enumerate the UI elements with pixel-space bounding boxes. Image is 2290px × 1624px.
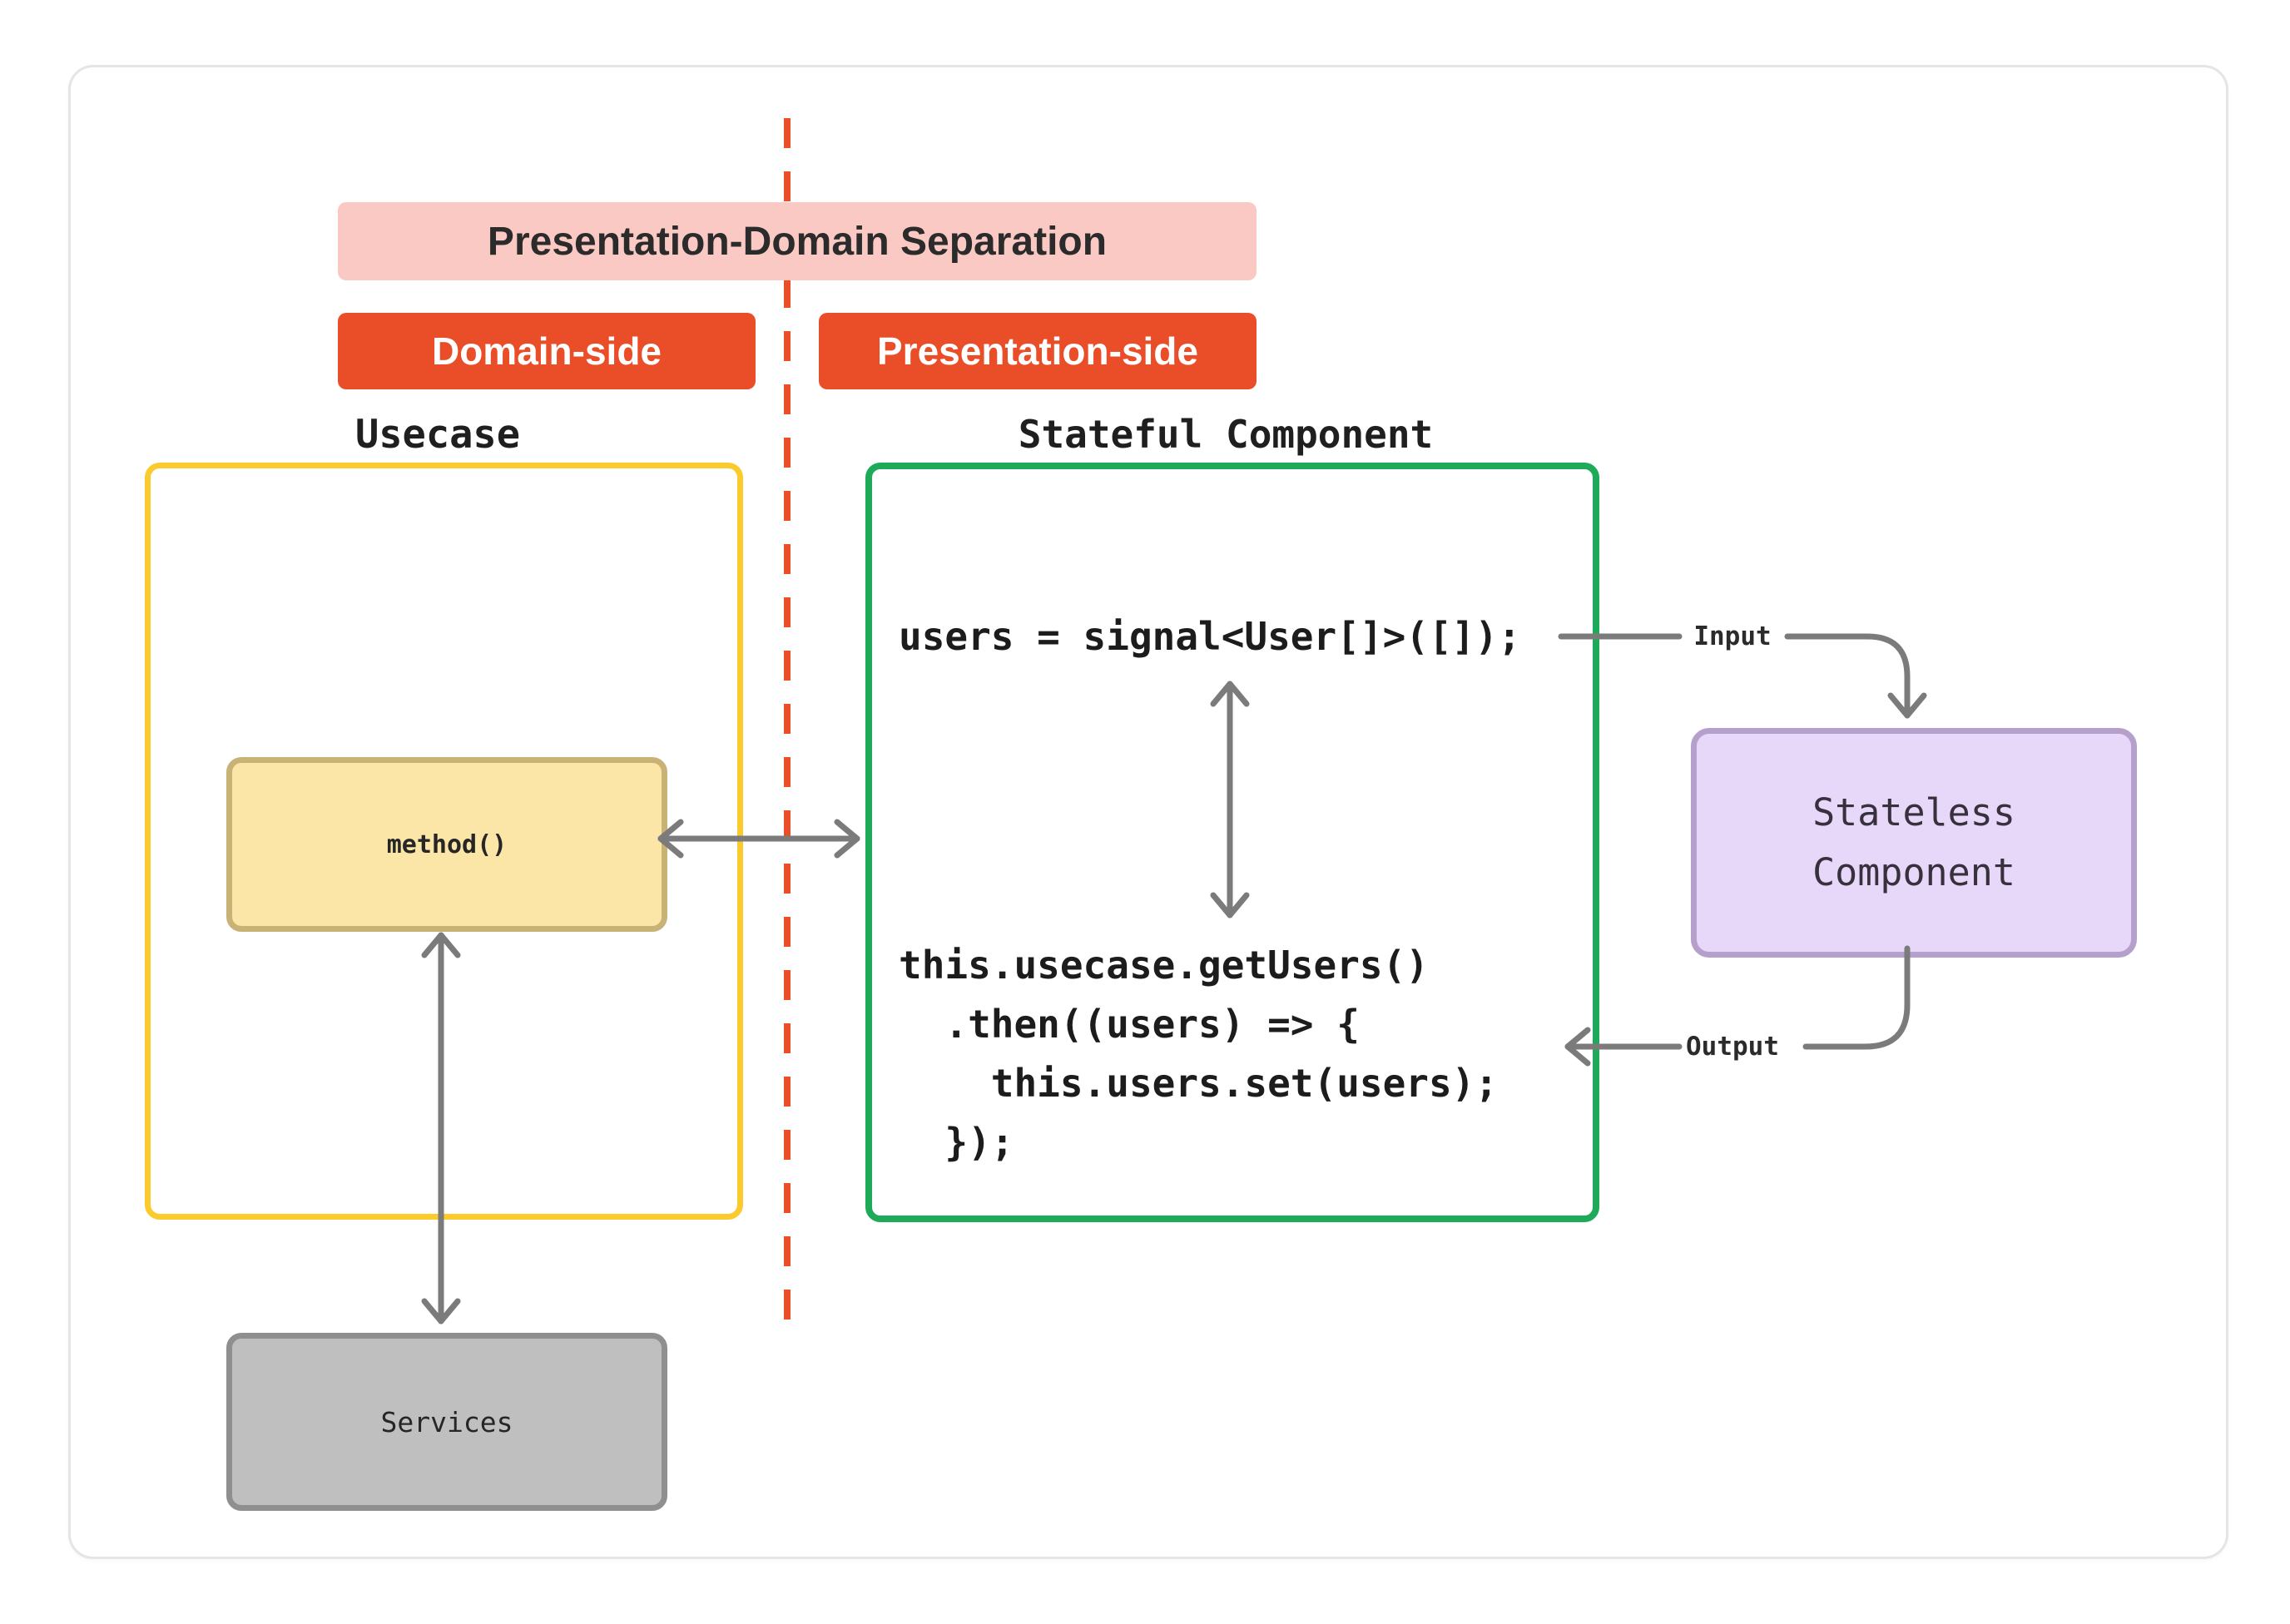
usecase-section-label: Usecase <box>354 411 521 458</box>
presentation-side-banner-label: Presentation-side <box>877 329 1198 373</box>
signal-code-line: users = signal<User[]>([]); <box>899 614 1521 659</box>
stateless-component-node: Stateless Component <box>1691 728 2137 958</box>
domain-side-banner: Domain-side <box>338 313 756 389</box>
services-node-label: Services <box>380 1405 513 1438</box>
title-banner-label: Presentation-Domain Separation <box>487 219 1108 264</box>
method-node: method() <box>226 757 667 932</box>
usecase-call-code-block: this.usecase.getUsers() .then((users) =>… <box>899 943 1499 1165</box>
stateful-component-section-label: Stateful Component <box>1018 412 1434 457</box>
title-banner: Presentation-Domain Separation <box>338 202 1257 280</box>
presentation-side-banner: Presentation-side <box>819 313 1257 389</box>
domain-presentation-divider-line <box>784 118 791 1339</box>
output-flow-label: Output <box>1686 1032 1779 1062</box>
input-flow-label: Input <box>1693 621 1772 651</box>
method-node-label: method() <box>386 829 508 859</box>
domain-side-banner-label: Domain-side <box>431 329 662 373</box>
services-node: Services <box>226 1333 667 1511</box>
